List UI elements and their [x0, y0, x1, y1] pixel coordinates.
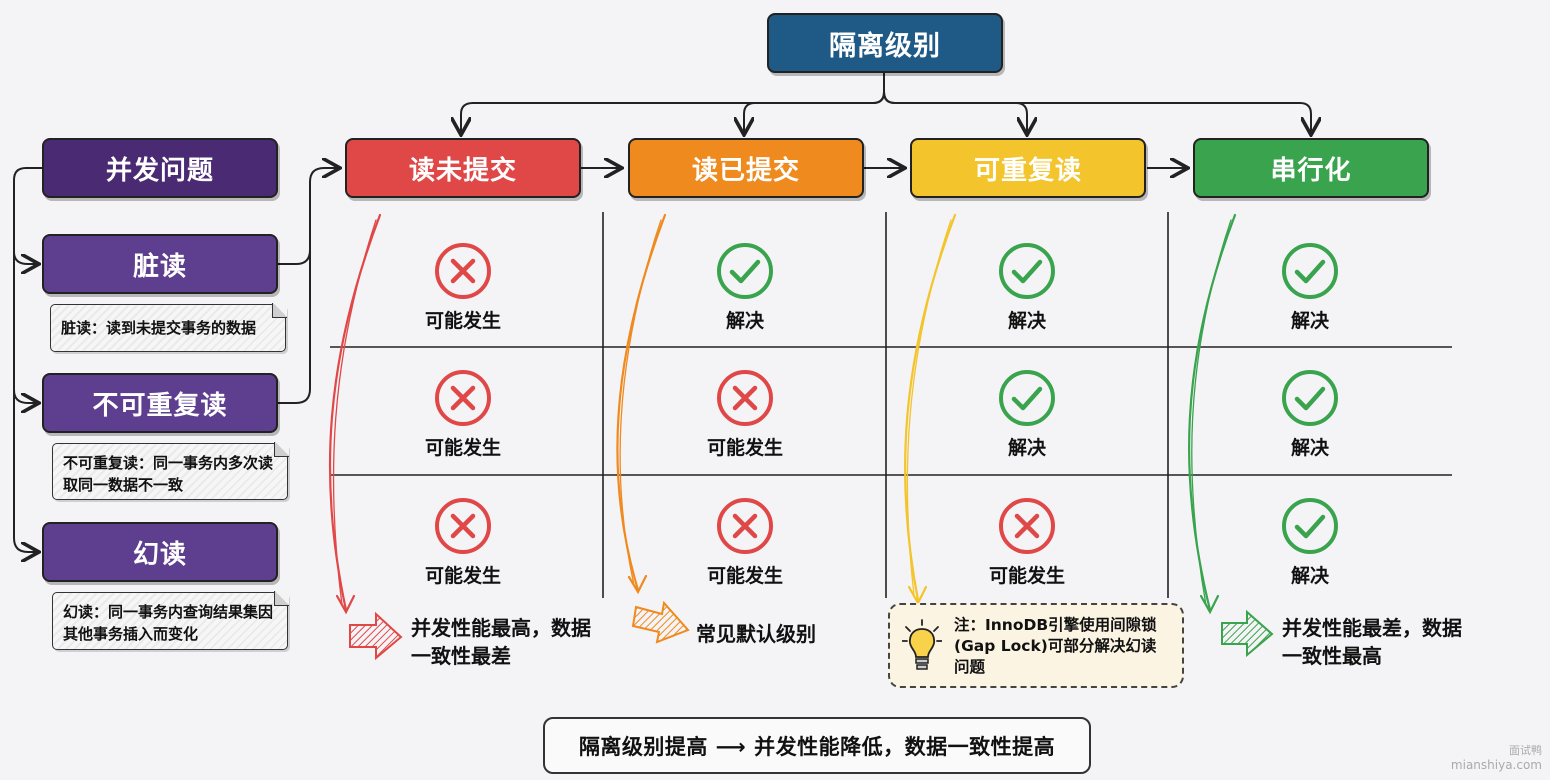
level-serializable: 串行化 [1193, 138, 1429, 198]
check-icon [1282, 370, 1338, 426]
cell-phantom-read-read-uncommitted: 可能发生 [424, 565, 501, 587]
title-tree-connectors [461, 73, 1311, 133]
cell-dirty-read-read-uncommitted: 可能发生 [424, 310, 501, 332]
problem-dirty-read: 脏读 [42, 234, 278, 294]
lightbulb-icon [902, 619, 942, 670]
block-arrow-orange [631, 600, 690, 644]
cell-dirty-read-repeatable-read: 解决 [1007, 310, 1046, 332]
cross-icon [435, 498, 491, 554]
note-phantom-read: 幻读：同一事务内查询结果集因其他事务插入而变化 [52, 591, 289, 650]
check-icon [1282, 243, 1338, 299]
note-dirty-read: 脏读：读到未提交事务的数据 [50, 303, 287, 352]
outcome-read-committed: 常见默认级别 [696, 622, 816, 646]
cell-non-repeatable-read-serializable: 解决 [1290, 437, 1329, 459]
cell-non-repeatable-read-read-uncommitted: 可能发生 [424, 437, 501, 459]
level-repeatable-read: 可重复读 [910, 138, 1146, 198]
cell-non-repeatable-read-repeatable-read: 解决 [1007, 437, 1046, 459]
outcome-serializable: 并发性能最差，数据一致性最高 [1282, 616, 1462, 668]
check-icon [999, 370, 1055, 426]
cross-icon [717, 370, 773, 426]
watermark-brand: 面试鸭 [1509, 744, 1542, 757]
matrix-grid-lines [330, 212, 1452, 598]
cell-phantom-read-serializable: 解决 [1290, 565, 1329, 587]
block-arrow-green [1221, 609, 1274, 658]
cell-phantom-read-read-committed: 可能发生 [706, 565, 783, 587]
cross-icon [717, 498, 773, 554]
note-non-repeatable-read: 不可重复读：同一事务内多次读取同一数据不一致 [52, 442, 289, 500]
cell-phantom-read-repeatable-read: 可能发生 [988, 565, 1065, 587]
note-innodb-gap-lock: 注：InnoDB引擎使用间隙锁(Gap Lock)可部分解决幻读问题 [888, 603, 1184, 688]
cross-icon [435, 370, 491, 426]
level-read-uncommitted: 读未提交 [345, 138, 581, 198]
problems-tree-connectors [13, 168, 338, 552]
level-read-committed: 读已提交 [628, 138, 864, 198]
cell-dirty-read-read-committed: 解决 [725, 310, 764, 332]
cell-dirty-read-serializable: 解决 [1290, 310, 1329, 332]
summary-banner: 隔离级别提高 ⟶ 并发性能降低，数据一致性提高 [543, 717, 1091, 774]
gap-lock-note-text: 注：InnoDB引擎使用间隙锁(Gap Lock)可部分解决幻读问题 [954, 616, 1157, 676]
cell-non-repeatable-read-read-committed: 可能发生 [706, 437, 783, 459]
cross-icon [435, 243, 491, 299]
outcome-read-uncommitted: 并发性能最高，数据一致性最差 [411, 616, 591, 668]
problem-phantom-read: 幻读 [42, 522, 278, 582]
concurrency-problems-header: 并发问题 [42, 138, 278, 198]
isolation-level-title: 隔离级别 [767, 13, 1003, 73]
block-arrow-red [349, 611, 403, 661]
problem-non-repeatable-read: 不可重复读 [42, 373, 278, 433]
check-icon [1282, 498, 1338, 554]
check-icon [717, 243, 773, 299]
check-icon [999, 243, 1055, 299]
watermark-url: mianshiya.com [1450, 758, 1542, 772]
cross-icon [999, 498, 1055, 554]
trend-arrows [328, 213, 1237, 615]
